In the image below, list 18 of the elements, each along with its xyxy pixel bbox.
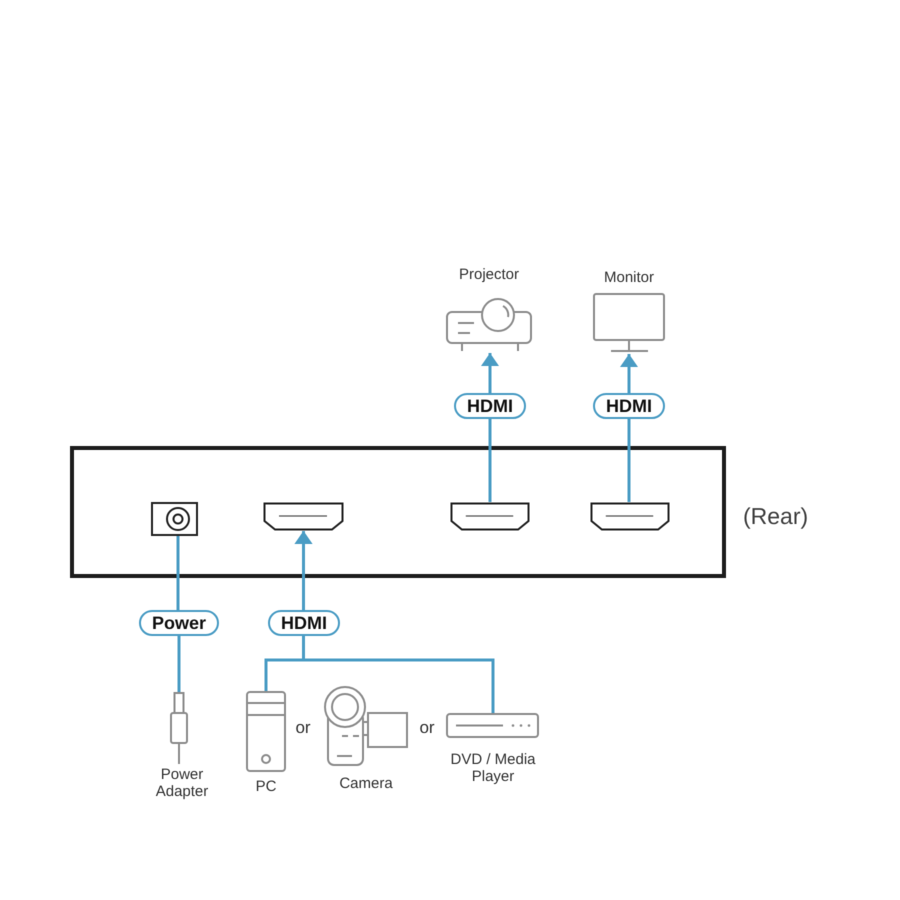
device-label: Camera [338,775,394,792]
device-label: PC [254,778,278,795]
cable-label: Power [138,610,220,636]
hdmi-port-icon [263,502,344,531]
device-label: Monitor [602,269,656,286]
arrow [294,531,494,713]
cable-label: HDMI [268,610,340,636]
device-label: Projector [458,266,520,283]
device-label: DVD / Media Player [449,751,537,785]
or-label: or [419,718,435,738]
power-jack-icon [151,502,198,536]
hdmi-port-icon [590,502,670,531]
device-label: Power Adapter [154,766,210,800]
cable-label: HDMI [454,393,526,419]
cable-label: HDMI [593,393,665,419]
or-label: or [295,718,311,738]
hdmi-port-icon [450,502,530,531]
panel-label: (Rear) [743,504,808,529]
